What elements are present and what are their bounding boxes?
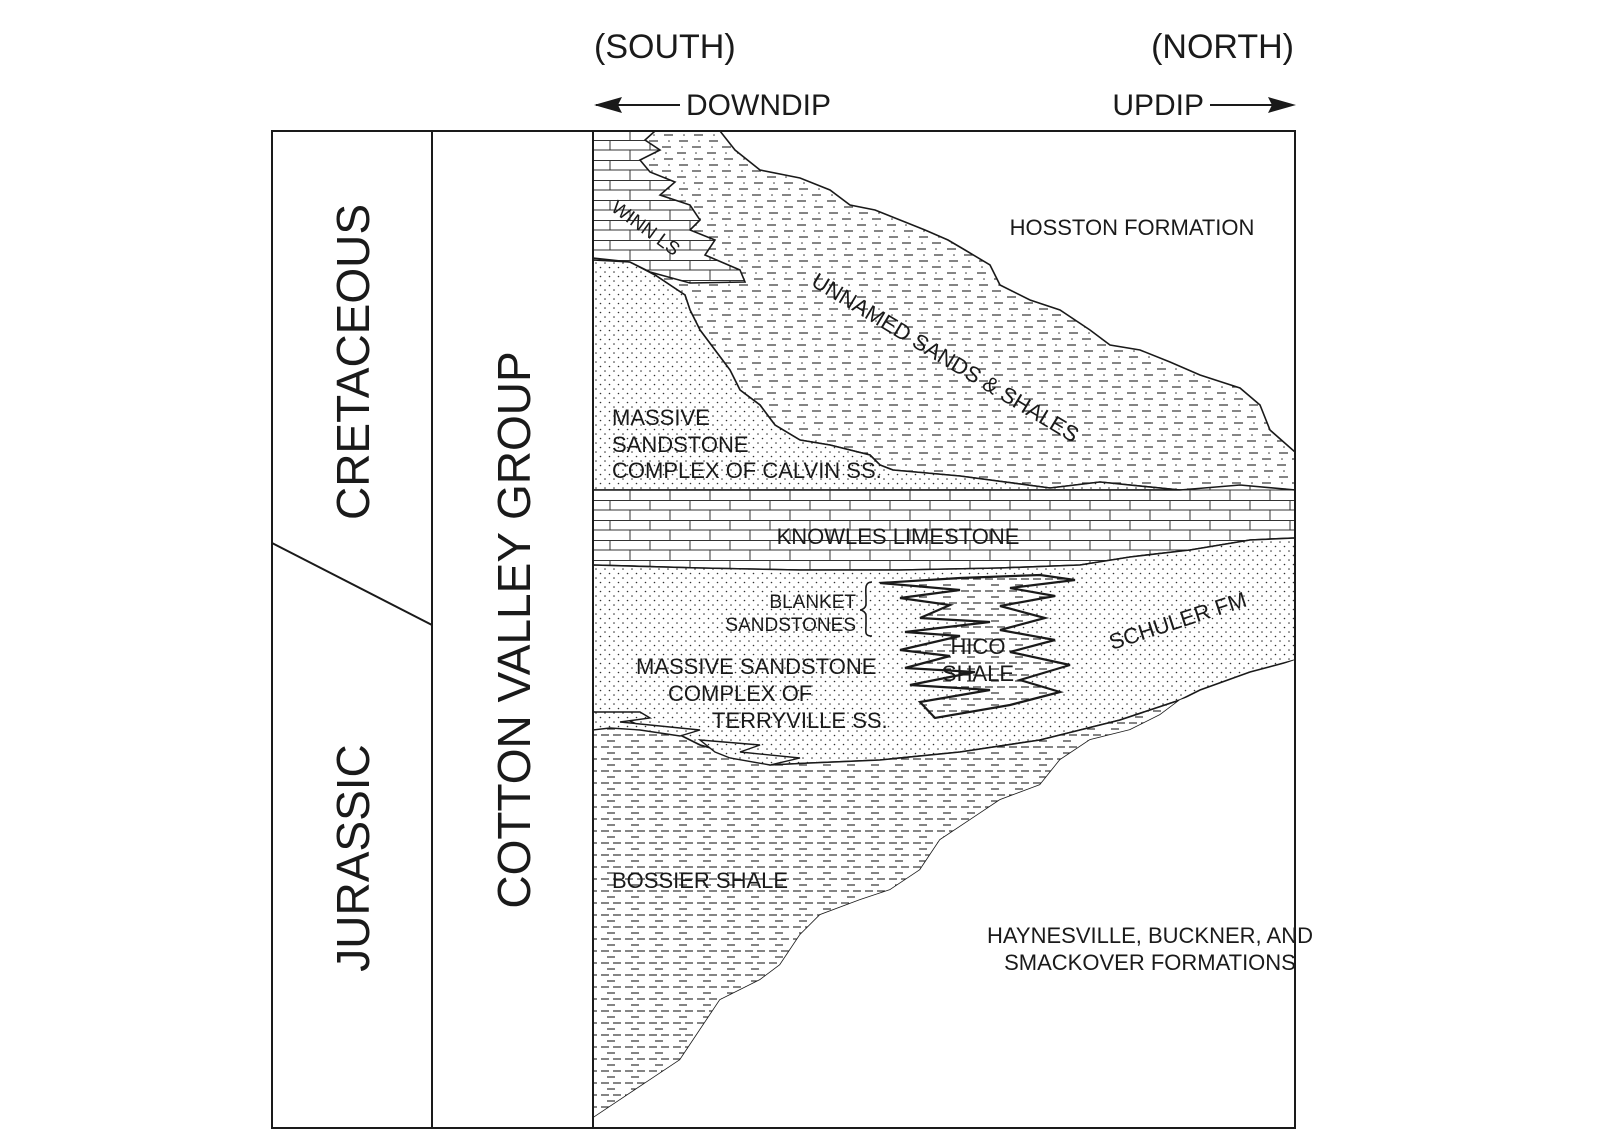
hosston-formation-label: HOSSTON FORMATION: [1010, 215, 1255, 240]
terryville-label-line1: MASSIVE SANDSTONE: [636, 654, 876, 679]
bossier-shale-label: BOSSIER SHALE: [612, 868, 788, 893]
terryville-tongue-2: [697, 739, 801, 766]
knowles-limestone-label: KNOWLES LIMESTONE: [777, 524, 1020, 549]
blanket-bracket: [859, 581, 873, 637]
hico-label-line1: HICO: [951, 634, 1006, 659]
period-boundary-line: [271, 542, 433, 626]
updip-arrow: [1210, 97, 1296, 113]
terryville-tongue-1: [592, 711, 701, 737]
section-frame: [592, 130, 1296, 1129]
downdip-label: DOWNDIP: [686, 89, 831, 122]
jurassic-label: JURASSIC: [327, 744, 379, 971]
downdip-arrow: [594, 97, 680, 113]
blanket-label-line1: BLANKET: [769, 592, 856, 613]
terryville-label-line3: TERRYVILLE SS.: [712, 708, 888, 733]
blanket-label-line2: SANDSTONES: [725, 615, 856, 636]
layer-haynesville: [593, 660, 1295, 1128]
layer-winn-limestone: [592, 130, 747, 284]
hico-label-line2: SHALE: [942, 661, 1014, 686]
calvin-label-line3: COMPLEX OF CALVIN SS.: [612, 458, 882, 483]
south-label: (SOUTH): [594, 28, 736, 66]
section-layers: [592, 130, 1296, 1128]
terryville-label-line2: COMPLEX OF: [668, 681, 812, 706]
haynesville-label-line2: SMACKOVER FORMATIONS: [1004, 950, 1296, 975]
layer-hico-shale: [879, 573, 1076, 720]
calvin-label-line2: SANDSTONE: [612, 432, 749, 457]
updip-label: UPDIP: [1112, 89, 1204, 122]
north-label: (NORTH): [1151, 28, 1294, 66]
haynesville-label-line1: HAYNESVILLE, BUCKNER, AND: [987, 923, 1313, 948]
calvin-label-line1: MASSIVE: [612, 405, 710, 430]
cotton-valley-group-label: COTTON VALLEY GROUP: [488, 351, 540, 908]
cretaceous-label: CRETACEOUS: [327, 204, 379, 520]
